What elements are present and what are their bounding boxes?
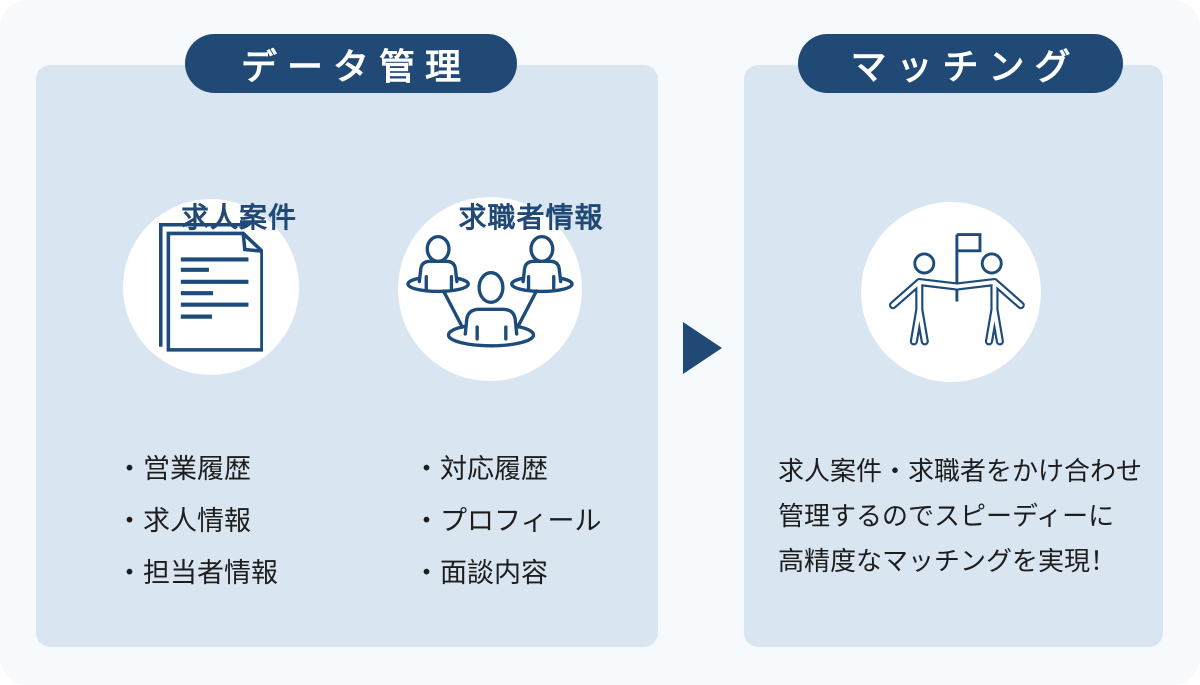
matching-flag-icon (888, 233, 1025, 346)
list-item: ・面談内容 (413, 558, 548, 588)
list-item: ・営業履歴 (116, 454, 251, 484)
data-management-badge: データ管理 (185, 34, 517, 93)
documents-icon (159, 222, 263, 352)
list-item: ・担当者情報 (116, 558, 278, 588)
badge-label: データ管理 (240, 45, 471, 87)
matching-badge: マッチング (798, 34, 1123, 93)
job-seekers-list: ・対応履歴 ・プロフィール ・面談内容 (413, 453, 601, 609)
matching-description: 求人案件・求職者をかけ合わせ 管理するのでスピーディーに 高精度なマッチングを実… (778, 449, 1153, 584)
data-management-panel: 求人案件 求職者情報 (36, 65, 658, 647)
right-arrow-icon (683, 322, 722, 374)
description-line: 高精度なマッチングを実現！ (778, 546, 1117, 576)
documents-icon-circle (123, 199, 299, 375)
description-line: 管理するのでスピーディーに (778, 501, 1115, 531)
matching-panel: 求人案件・求職者をかけ合わせ 管理するのでスピーディーに 高精度なマッチングを実… (744, 65, 1163, 647)
list-item: ・求人情報 (116, 506, 251, 536)
job-seekers-heading: 求職者情報 (458, 202, 604, 233)
badge-label: マッチング (850, 45, 1081, 87)
description-line: 求人案件・求職者をかけ合わせ (778, 456, 1143, 486)
people-group-icon-circle (398, 197, 582, 381)
people-group-icon (406, 234, 574, 348)
matching-icon-circle (861, 202, 1041, 382)
job-listings-heading: 求人案件 (180, 202, 297, 233)
job-listings-list: ・営業履歴 ・求人情報 ・担当者情報 (116, 453, 278, 609)
list-item: ・対応履歴 (413, 454, 548, 484)
list-item: ・プロフィール (413, 506, 602, 536)
